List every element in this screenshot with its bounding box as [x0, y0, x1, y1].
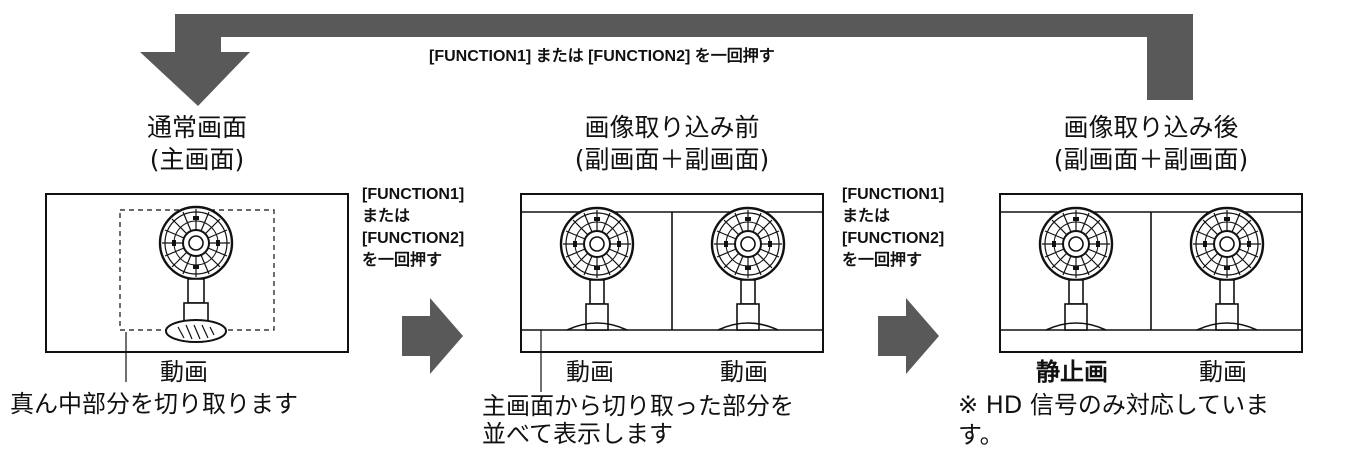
panel-3-video-label: 動画	[1199, 358, 1247, 386]
fan-illustration	[559, 206, 635, 331]
panel-normal-screen	[45, 193, 349, 382]
panel-after-capture	[999, 193, 1303, 353]
step-2-line2: または	[842, 208, 891, 225]
fan-illustration	[1189, 206, 1265, 331]
fan-illustration	[710, 206, 786, 331]
panel-2-title-line2: (副画面＋副画面)	[574, 145, 770, 174]
panel-1-title-line1: 通常画面	[146, 113, 247, 142]
panel-2-callout-line1: 主画面から切り取った部分を	[482, 392, 794, 420]
panel-1-video-label: 動画	[160, 358, 208, 386]
step-2-line4: を一回押す	[842, 252, 923, 269]
loop-label: [FUNCTION1] または [FUNCTION2] を一回押す	[429, 48, 775, 65]
panel-2-left-label: 動画	[566, 358, 614, 386]
note-line1: ※ HD 信号のみ対応していま	[958, 391, 1270, 419]
hd-only-note: ※ HD 信号のみ対応していま す。	[958, 390, 1338, 450]
step-2-line3: [FUNCTION2]	[842, 230, 945, 247]
panel-2-callout: 主画面から切り取った部分を 並べて表示します	[482, 392, 794, 448]
step-1-line4: を一回押す	[362, 252, 443, 269]
step-1-instruction: [FUNCTION1] または [FUNCTION2] を一回押す	[362, 184, 464, 272]
loop-arrow	[140, 14, 1193, 106]
panel-3-title-line2: (副画面＋副画面)	[1053, 145, 1249, 174]
step-1-line2: または	[362, 208, 411, 225]
panel-2-title-line1: 画像取り込み前	[584, 113, 760, 142]
panel-2-callout-line2: 並べて表示します	[482, 420, 674, 448]
panel-3-title-line1: 画像取り込み後	[1063, 113, 1239, 142]
panel-3-title: 画像取り込み後 (副画面＋副画面)	[1021, 112, 1281, 176]
panel-1-callout: 真ん中部分を切り取ります	[10, 390, 298, 418]
panel-2-right-label: 動画	[720, 358, 768, 386]
panel-3-still-image-label: 静止画	[1036, 358, 1108, 386]
step-arrow-2	[878, 298, 939, 374]
fan-illustration	[1038, 206, 1114, 331]
fan-illustration	[158, 205, 234, 343]
step-2-line1: [FUNCTION1]	[842, 186, 945, 203]
step-2-instruction: [FUNCTION1] または [FUNCTION2] を一回押す	[842, 184, 944, 272]
panel-1-title: 通常画面 (主画面)	[97, 112, 297, 176]
note-line2: す。	[958, 421, 1004, 449]
panel-2-title: 画像取り込み前 (副画面＋副画面)	[542, 112, 802, 176]
panel-before-capture	[520, 193, 824, 392]
step-1-line1: [FUNCTION1]	[362, 186, 465, 203]
step-1-line3: [FUNCTION2]	[362, 230, 465, 247]
step-arrow-1	[402, 298, 463, 374]
panel-1-title-line2: (主画面)	[149, 145, 245, 174]
